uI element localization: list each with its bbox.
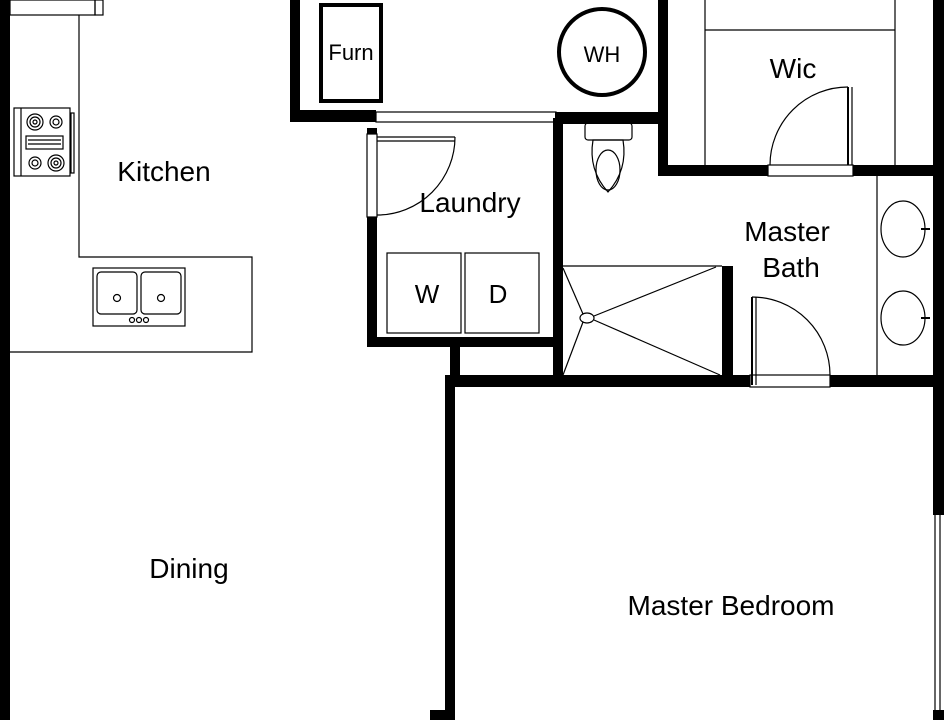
wic-bottom-wall-left <box>658 165 768 176</box>
kitchen-counters <box>9 0 253 353</box>
laundry-left-wall-top <box>367 128 377 134</box>
right-outer-wall <box>933 0 944 515</box>
water-heater: WH <box>557 7 647 97</box>
wic-door <box>767 86 854 177</box>
water-heater-label: WH <box>584 42 621 67</box>
shower-icon <box>562 265 722 376</box>
window <box>934 515 941 710</box>
master-bath-label-line1: Master <box>744 216 830 247</box>
bath-bottom-wall-right <box>830 375 944 387</box>
sink-icon <box>880 200 926 258</box>
wic-label: Wic <box>770 53 817 84</box>
bedroom-wall-stub <box>430 710 455 720</box>
furnace-room-left-wall <box>290 0 300 122</box>
laundry-label: Laundry <box>419 187 520 218</box>
washer-label: W <box>415 279 440 309</box>
furnace: Furn <box>319 3 383 103</box>
bath-door <box>749 296 831 388</box>
laundry-bottom-wall <box>367 337 557 347</box>
laundry-door <box>366 133 456 218</box>
bath-bottom-wall-left <box>445 375 750 387</box>
hall-wall <box>450 347 460 387</box>
water-heater-circle <box>557 7 647 97</box>
master-bedroom-label: Master Bedroom <box>628 590 835 621</box>
furnace-room-bottom-wall-right <box>555 112 667 124</box>
vanity <box>876 176 930 375</box>
kitchen-label: Kitchen <box>117 156 210 187</box>
room-labels: Kitchen Laundry Wic Master Bath Dining M… <box>117 53 834 621</box>
dryer-label: D <box>489 279 508 309</box>
shower-wall <box>722 266 733 386</box>
bedroom-left-wall <box>445 375 455 720</box>
furnace-box <box>319 3 383 103</box>
left-outer-wall <box>0 0 10 720</box>
washer-dryer: W D <box>386 252 540 334</box>
kitchen-sink-icon <box>92 267 186 327</box>
dryer-box <box>464 252 540 334</box>
furnace-room-bottom-wall <box>290 110 376 122</box>
furnace-label: Furn <box>328 40 373 65</box>
dining-label: Dining <box>149 553 228 584</box>
washer-box <box>386 252 462 334</box>
sliding-door <box>375 111 557 123</box>
wic-bottom-wall-right <box>853 165 944 176</box>
master-bath-label-line2: Bath <box>762 252 820 283</box>
wic-left-wall <box>658 0 668 176</box>
laundry-bath-wall <box>553 118 563 386</box>
stove-icon <box>13 107 75 177</box>
laundry-left-wall <box>367 217 377 347</box>
right-outer-wall-bottom <box>933 710 944 720</box>
wic-shelves <box>704 0 896 165</box>
sink-icon <box>880 290 926 346</box>
toilet-icon <box>584 122 633 193</box>
